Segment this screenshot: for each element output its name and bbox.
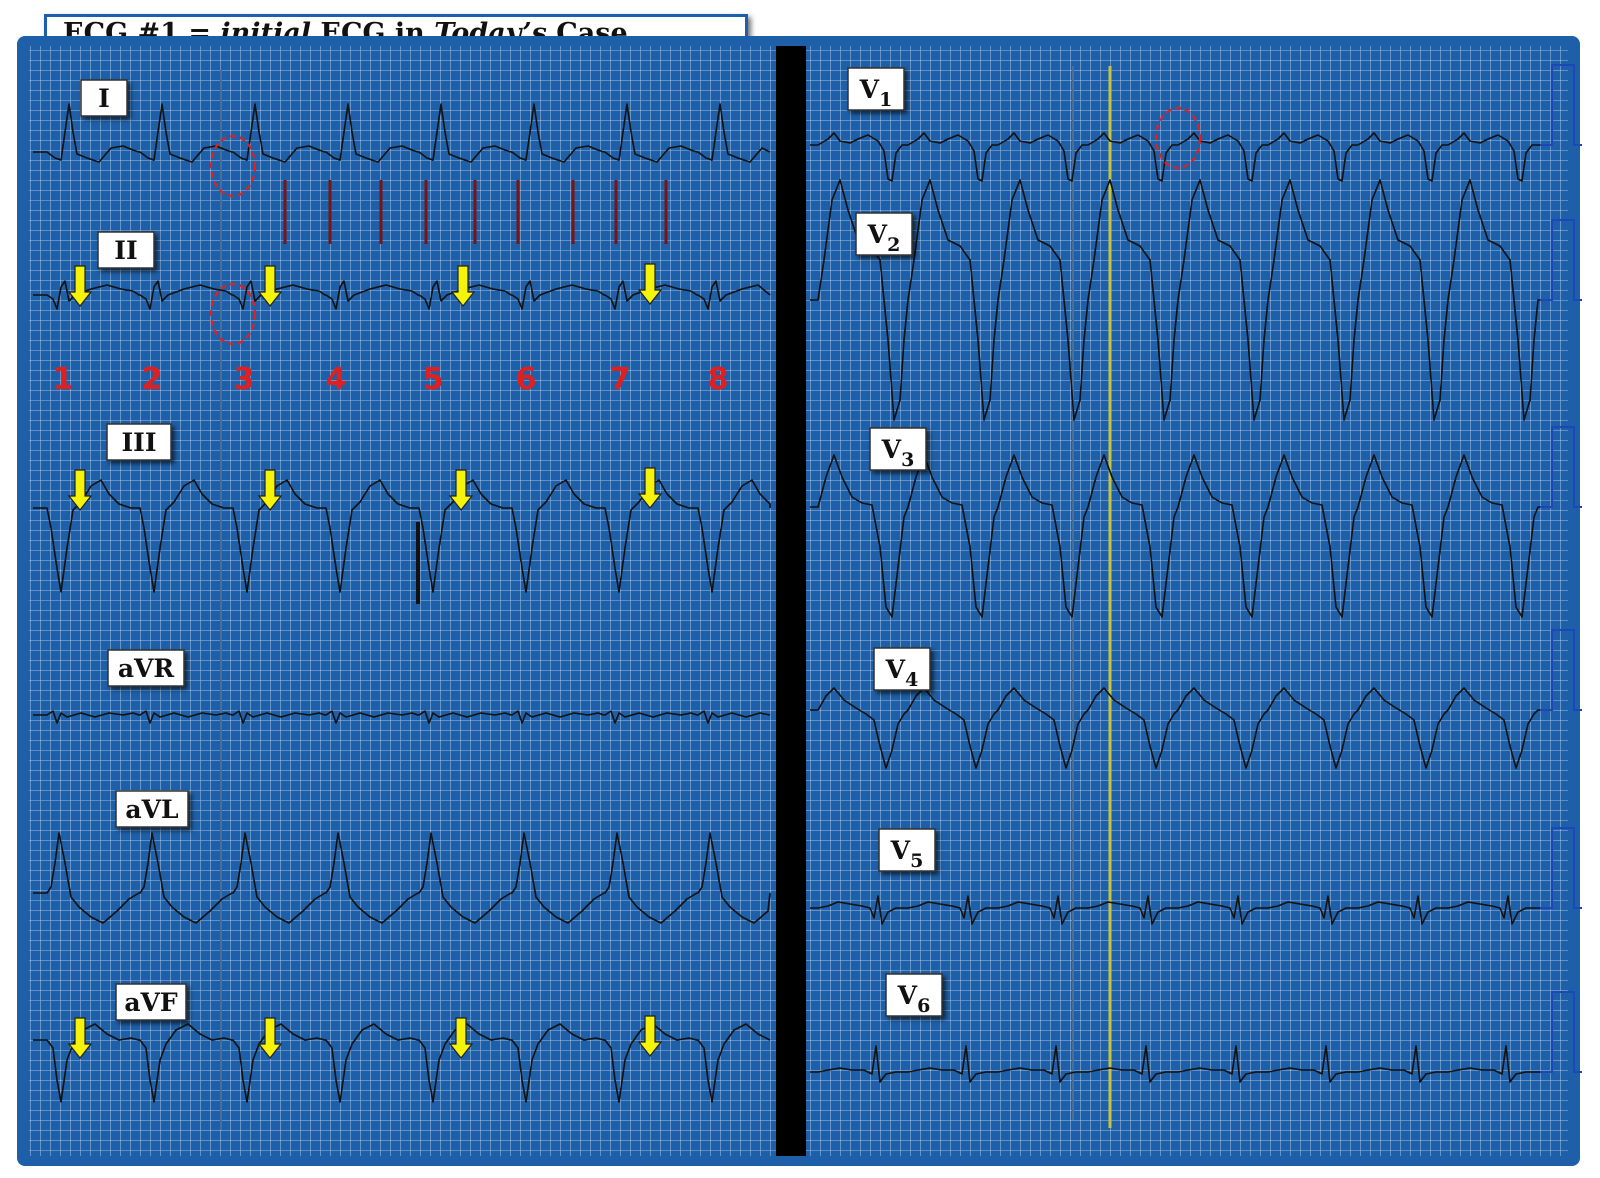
- lead-label-V5: V5: [878, 828, 936, 872]
- lead-label-box: [115, 983, 187, 1021]
- yellow-arrow-icon: [637, 467, 663, 509]
- lead-V5-trace: [810, 895, 1540, 925]
- calibration-pulse-V4: [1540, 629, 1582, 711]
- beat-number: 8: [708, 362, 729, 397]
- yellow-arrow-icon: [257, 265, 283, 307]
- lead-label-subscript: 5: [910, 850, 923, 872]
- yellow-arrow-icon: [637, 1015, 663, 1057]
- lead-label-text: V3: [881, 435, 915, 471]
- lead-label-V6: V6: [885, 973, 943, 1017]
- lead-label-V1: V1: [847, 67, 905, 111]
- lead-label-box: [97, 231, 155, 269]
- lead-label-subscript: 6: [917, 995, 930, 1017]
- lead-label-text: V5: [890, 836, 924, 872]
- lead-label-main: V: [897, 981, 918, 1010]
- lead-label-main: V: [885, 655, 906, 684]
- calibration-pulse-V3: [1540, 426, 1582, 508]
- lead-label-box: [855, 212, 913, 256]
- beat-number: 5: [423, 362, 444, 397]
- highlight-circle: [209, 282, 257, 346]
- lead-label-box: [106, 423, 172, 461]
- beat-number: 2: [142, 362, 163, 397]
- lead-label-text: III: [121, 428, 156, 457]
- lead-label-II: II: [97, 231, 155, 269]
- lead-label-III: III: [106, 423, 172, 461]
- beat-number: 1: [53, 362, 74, 397]
- lead-label-text: II: [114, 236, 137, 265]
- calibration-pulse-V5: [1540, 827, 1582, 909]
- beat-number: 4: [326, 362, 347, 397]
- lead-label-text: V6: [897, 981, 931, 1017]
- lead-label-main: V: [881, 435, 902, 464]
- lead-label-subscript: 1: [879, 89, 892, 111]
- lead-label-box: [115, 790, 189, 828]
- lead-V2-trace: [810, 179, 1540, 421]
- lead-label-text: aVL: [125, 795, 179, 824]
- lead-aVR-trace: [33, 710, 771, 724]
- lead-V3-trace: [810, 454, 1540, 618]
- yellow-arrow-icon: [637, 263, 663, 305]
- lead-label-main: V: [859, 75, 880, 104]
- yellow-arrow-icon: [67, 265, 93, 307]
- lead-V4-trace: [810, 687, 1540, 769]
- beat-number: 7: [610, 362, 631, 397]
- lead-V1-trace: [810, 132, 1540, 182]
- precordial-panel: [806, 46, 1568, 1156]
- yellow-arrow-icon: [257, 469, 283, 511]
- yellow-arrow-icon: [448, 1017, 474, 1059]
- lead-label-V3: V3: [869, 427, 927, 471]
- lead-label-box: [873, 647, 931, 691]
- lead-label-aVF: aVF: [115, 983, 187, 1021]
- lead-label-text: V1: [859, 75, 893, 111]
- highlight-circle: [1154, 106, 1202, 170]
- lead-label-text: aVF: [124, 988, 178, 1017]
- lead-label-V2: V2: [855, 212, 913, 256]
- lead-label-I: I: [80, 79, 128, 117]
- limb-panel: [29, 46, 776, 1156]
- calibration-pulse-V6: [1540, 991, 1582, 1073]
- yellow-arrow-icon: [450, 265, 476, 307]
- lead-II-trace: [33, 280, 771, 310]
- lead-label-V4: V4: [873, 647, 931, 691]
- panel-divider: [776, 46, 806, 1156]
- yellow-arrow-icon: [257, 1017, 283, 1059]
- lead-V6-trace: [810, 1045, 1540, 1083]
- lead-label-main: V: [890, 836, 911, 865]
- beat-number: 6: [516, 362, 537, 397]
- lead-aVF-trace: [33, 1023, 771, 1103]
- lead-label-box: [107, 649, 185, 687]
- lead-I-trace: [33, 103, 771, 163]
- lead-label-box: [869, 427, 927, 471]
- lead-label-text: V4: [885, 655, 919, 691]
- calibration-pulse-V2: [1540, 219, 1582, 301]
- lead-label-text: aVR: [118, 654, 175, 683]
- lead-label-box: [878, 828, 936, 872]
- lead-label-main: V: [867, 220, 888, 249]
- lead-label-text: V2: [867, 220, 901, 256]
- lead-label-aVL: aVL: [115, 790, 189, 828]
- lead-label-aVR: aVR: [107, 649, 185, 687]
- beat-number: 3: [234, 362, 255, 397]
- lead-label-box: [847, 67, 905, 111]
- yellow-arrow-icon: [448, 469, 474, 511]
- yellow-arrow-icon: [67, 1017, 93, 1059]
- lead-label-subscript: 2: [887, 234, 900, 256]
- calibration-pulse-V1: [1540, 64, 1582, 146]
- lead-label-box: [885, 973, 943, 1017]
- yellow-arrow-icon: [67, 469, 93, 511]
- lead-label-text: I: [98, 84, 110, 113]
- highlight-circle: [209, 134, 257, 198]
- lead-label-box: [80, 79, 128, 117]
- lead-label-subscript: 3: [901, 449, 914, 471]
- lead-aVL-trace: [33, 832, 771, 924]
- lead-label-subscript: 4: [905, 669, 918, 691]
